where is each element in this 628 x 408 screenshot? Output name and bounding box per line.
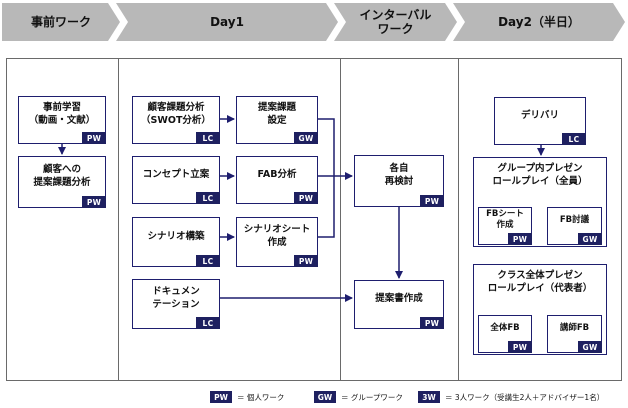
work-type-tag: GW [578,233,602,245]
legend-text: ＝ 3人ワーク（受講生2人＋アドバイザー1名） [445,392,605,402]
box-text: シナリオシート 作成 [243,224,311,248]
box-text: 顧客への 提案課題分析 [33,164,91,188]
work-type-tag: LC [196,317,220,329]
work-type-tag: LC [196,192,220,204]
work-type-tag: LC [196,255,220,267]
box-text: 事前学習 （動画・文献） [28,102,96,126]
box-text: グループ内プレゼン ロールプレイ（全員） [492,163,588,187]
phase-label: Day2（半日） [498,15,580,29]
phase-chevron [453,3,625,41]
box-issue-setting: 提案課題 設定 GW [236,96,318,144]
legend-text: ＝ 個人ワーク [237,392,285,402]
box-documentation: ドキュメン テーション LC [132,279,220,329]
legend-tag: 3W [418,391,440,403]
work-type-tag: PW [420,317,444,329]
box-text: ドキュメン テーション [152,286,200,310]
legend-tag: PW [210,391,232,403]
box-text: FBシート 作成 [486,209,524,230]
phase-chevron [2,3,120,41]
box-text: FAB分析 [257,168,297,180]
box-text: 提案課題 設定 [257,102,296,126]
box-pre-study: 事前学習 （動画・文献） PW [18,96,106,144]
legend-tag: GW [314,391,336,403]
box-fb-sheet: FBシート 作成 PW [478,207,532,245]
work-type-tag: PW [420,195,444,207]
box-text: 提案書作成 [375,293,423,304]
work-type-tag: PW [294,192,318,204]
work-type-tag: PW [82,132,106,144]
work-type-tag: GW [294,132,318,144]
box-customer-analysis: 顧客課題分析 （SWOT分析） LC [132,96,220,144]
box-pre-analysis: 顧客への 提案課題分析 PW [18,156,106,208]
box-text: コンセプト立案 [142,168,210,180]
phase-label: Day1 [210,15,244,29]
box-fab-analysis: FAB分析 PW [236,156,318,204]
column-divider [340,58,341,381]
box-delivery: デリバリ LC [494,97,586,145]
box-scenario-build: シナリオ構築 LC [132,217,220,267]
phase-label: インターバル ワーク [359,8,432,36]
legend-text: ＝ グループワーク [341,392,403,402]
work-type-tag: LC [562,133,586,145]
box-text: クラス全体プレゼン ロールプレイ（代表者） [487,270,593,294]
box-text: 顧客課題分析 （SWOT分析） [141,102,211,126]
box-fb-discussion: FB討議 GW [547,207,602,245]
work-type-tag: GW [578,341,602,353]
box-text: 講師FB [559,322,590,333]
box-text: 全体FB [490,322,520,333]
legend-3w: 3W ＝ 3人ワーク（受講生2人＋アドバイザー1名） [418,391,604,403]
phase-interval: インターバル ワーク [334,3,457,41]
phase-chevron [116,3,338,41]
phase-day2: Day2（半日） [453,3,625,41]
box-concept: コンセプト立案 LC [132,156,220,204]
legend-pw: PW ＝ 個人ワーク [210,391,284,403]
phase-label: 事前ワーク [30,15,91,29]
work-type-tag: PW [508,233,532,245]
column-divider [458,58,459,381]
work-type-tag: PW [294,255,318,267]
box-overall-fb: 全体FB PW [478,315,532,353]
legend-gw: GW ＝ グループワーク [314,391,403,403]
work-type-tag: PW [508,341,532,353]
phase-pre-work: 事前ワーク [2,3,120,41]
work-type-tag: LC [196,132,220,144]
phase-day1: Day1 [116,3,338,41]
box-scenario-sheet: シナリオシート 作成 PW [236,217,318,267]
work-type-tag: PW [82,196,106,208]
phase-chevron [334,3,457,41]
box-individual-review: 各自 再検討 PW [354,155,444,207]
column-divider [118,58,119,381]
diagram-frame [6,58,622,381]
box-proposal-writing: 提案書作成 PW [354,280,444,329]
box-lecturer-fb: 講師FB GW [547,315,602,353]
box-text: 各自 再検討 [384,163,414,187]
box-text: シナリオ構築 [147,230,205,242]
box-text: FB討議 [559,214,590,225]
box-text: デリバリ [520,109,559,121]
